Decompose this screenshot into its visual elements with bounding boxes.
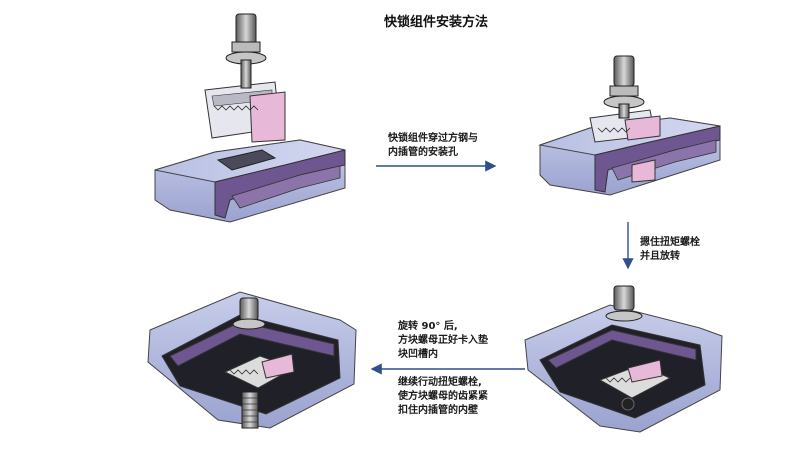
- step2-text-line2: 并且放转: [640, 251, 680, 262]
- step3-text-line1: 旋转 90° 后,: [398, 321, 458, 332]
- step2-text-line1: 摁住扭矩螺栓: [640, 237, 700, 248]
- diagram-title: 快锁组件安装方法: [384, 15, 489, 30]
- assembly-step-1: [154, 13, 346, 223]
- step3-text-line2: 方块螺母正好卡入垫: [398, 335, 488, 346]
- step3-text-line6: 扣住内插管的内壁: [398, 405, 478, 416]
- step3-text-line3: 块凹槽内: [398, 349, 438, 360]
- assembly-step-4: [147, 291, 357, 429]
- assembly-step-3: [524, 285, 723, 433]
- assembly-step-2: [538, 55, 721, 196]
- step1-text-line1: 快锁组件穿过方钢与: [388, 133, 478, 144]
- step1-text-line2: 内插管的安装孔: [388, 147, 458, 158]
- step3-text-line5: 使方块螺母的齿紧紧: [398, 391, 488, 402]
- step3-text-line4: 继续行动扭矩螺栓,: [398, 377, 482, 388]
